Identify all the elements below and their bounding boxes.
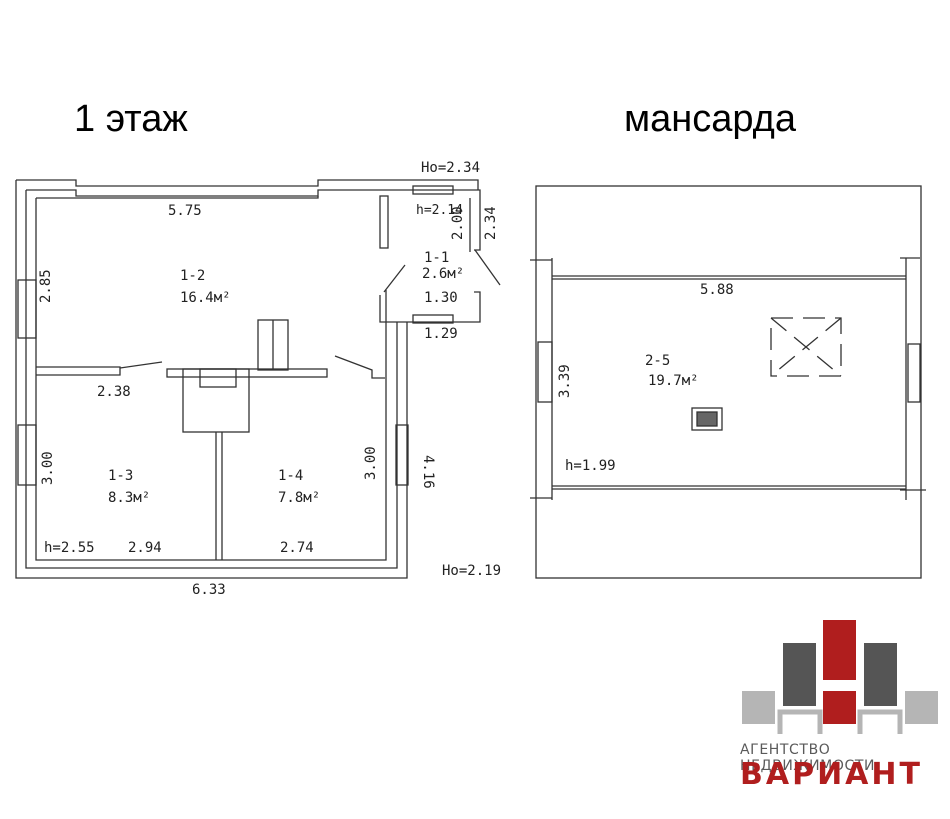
outer-height-bottom: Hо=2.19 (442, 563, 501, 579)
room-1-3-area: 8.3м² (108, 490, 150, 506)
floor1-walls (15, 179, 501, 579)
room-2-5-dim-0: 5.88 (700, 282, 734, 298)
room-2-5-area: 19.7м² (648, 373, 699, 389)
room-1-1-dim-1: 1.30 (424, 290, 458, 306)
room-1-3-dim-1: 3.00 (40, 451, 56, 485)
room-1-4-dim-0: 2.74 (280, 540, 314, 556)
room-2-5-id: 2-5 (645, 353, 670, 369)
room-1-3-height: h=2.55 (44, 540, 95, 556)
room-1-2-dim-0: 5.75 (168, 203, 202, 219)
room-1-4-id: 1-4 (278, 468, 303, 484)
floor1-labels: Hо=2.34 h=2.14 1-1 2.6м² 1.30 1.29 2.00 … (38, 160, 501, 598)
attic-labels: 5.88 3.39 2-5 19.7м² h=1.99 (557, 282, 734, 474)
logo-name: ВАРИАНТ (740, 757, 923, 792)
room-1-1-dim-2: 1.29 (424, 326, 458, 342)
outer-height-top: Hо=2.34 (421, 160, 480, 176)
room-1-3-id: 1-3 (108, 468, 133, 484)
room-1-1-id: 1-1 (424, 250, 449, 266)
room-1-4-area: 7.8м² (278, 490, 320, 506)
room-2-5-height: h=1.99 (565, 458, 616, 474)
overall-depth: 4.16 (420, 455, 436, 489)
room-1-3-dim-0: 2.94 (128, 540, 162, 556)
logo-icon (742, 620, 938, 734)
room-1-1-height: h=2.14 (416, 203, 463, 218)
room-1-4-dim-1: 3.00 (363, 446, 379, 480)
room-1-2-id: 1-2 (180, 268, 205, 284)
logo-subtitle: АГЕНТСТВО НЕДВИЖИМОСТИ (740, 742, 876, 774)
room-1-2-area: 16.4м² (180, 290, 231, 306)
room-1-3-dim-2: 2.38 (97, 384, 131, 400)
room-1-1-area: 2.6м² (422, 266, 464, 282)
attic-walls (530, 185, 926, 579)
room-1-1-dim-3: 2.34 (483, 206, 499, 240)
room-2-5-dim-1: 3.39 (557, 364, 573, 398)
room-1-2-dim-1: 2.85 (38, 269, 54, 303)
attic-title: мансарда (624, 98, 796, 140)
room-1-1-dim-0: 2.00 (450, 206, 466, 240)
floor1-title: 1 этаж (74, 98, 188, 140)
overall-width: 6.33 (192, 582, 226, 598)
